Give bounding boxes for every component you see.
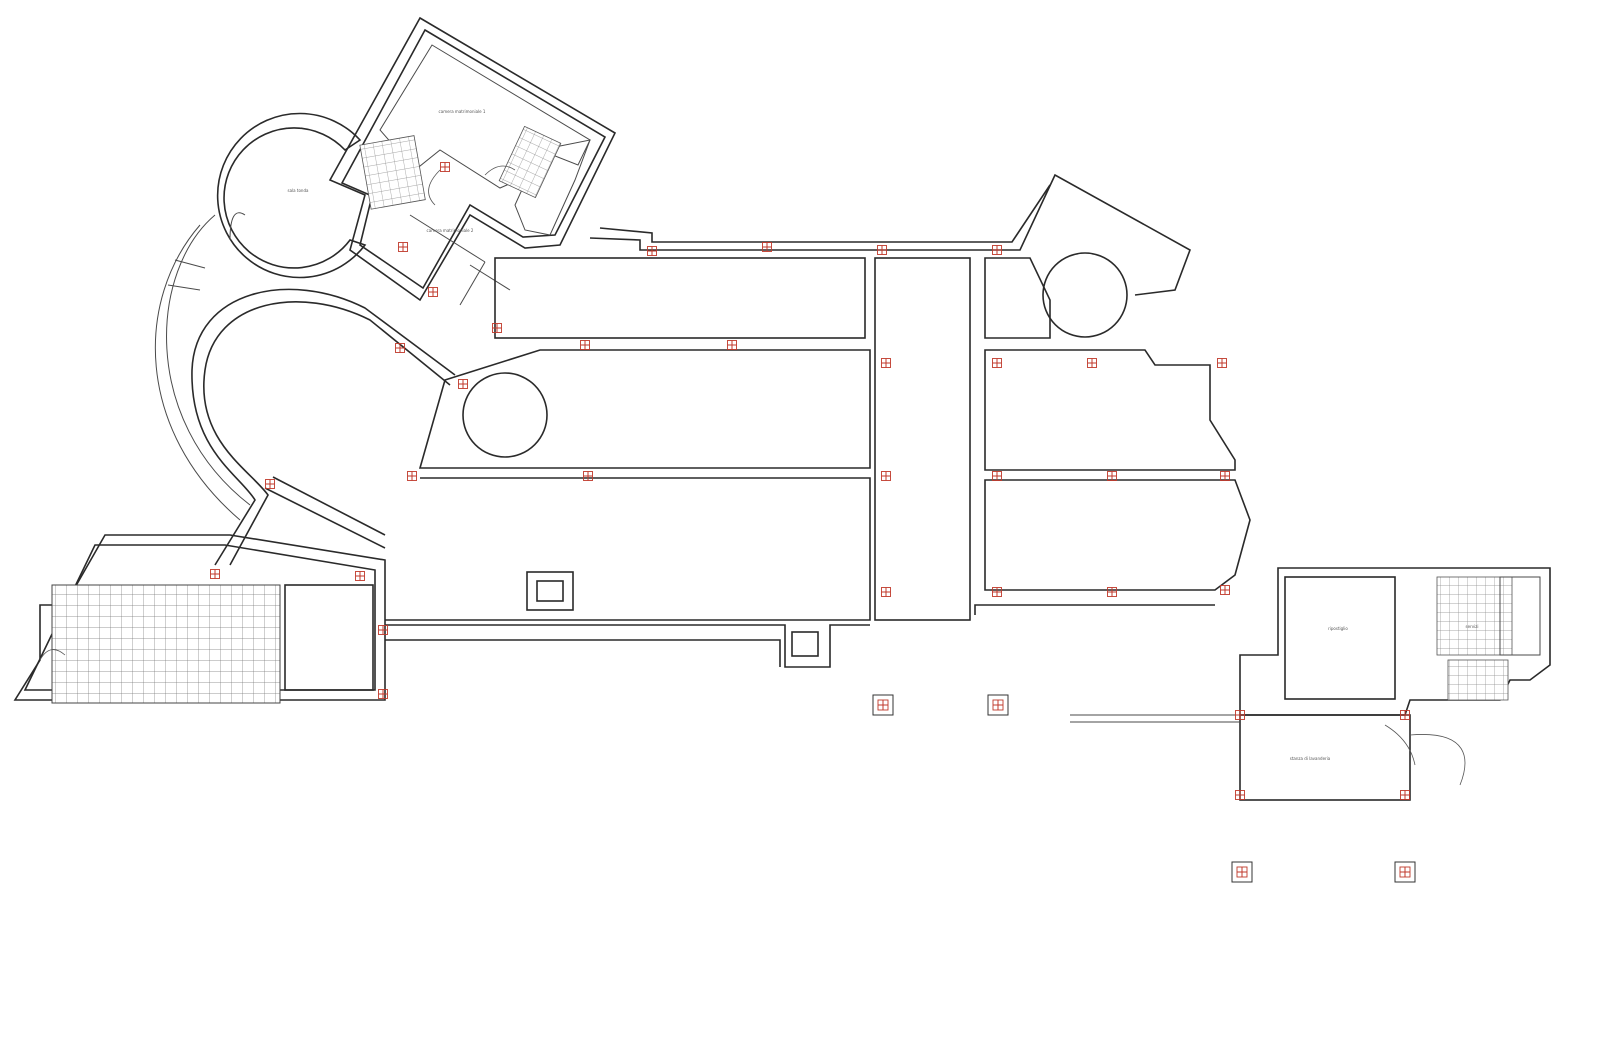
tiled-floor-left bbox=[359, 135, 426, 210]
column-marker bbox=[872, 694, 894, 716]
bedroom-block: camera matrimoniale 1 camera matrimonial… bbox=[328, 16, 617, 306]
column-marker bbox=[762, 242, 772, 252]
round-room-label: sala tonda bbox=[288, 188, 309, 193]
column-marker bbox=[992, 471, 1002, 481]
bath-right-label: servizi bbox=[1466, 624, 1479, 629]
bedroom-1-label: camera matrimoniale 1 bbox=[439, 109, 486, 114]
column-marker bbox=[1400, 710, 1410, 720]
column-marker bbox=[1107, 471, 1117, 481]
column-marker bbox=[881, 587, 891, 597]
column-marker bbox=[210, 569, 220, 579]
column-marker bbox=[881, 358, 891, 368]
column-marker bbox=[647, 246, 657, 256]
column-marker bbox=[265, 479, 275, 489]
laundry-label: stanza di lavanderia bbox=[1290, 756, 1331, 761]
column-marker bbox=[1087, 358, 1097, 368]
column-marker bbox=[378, 625, 388, 635]
s-corridor bbox=[191, 288, 456, 566]
column-marker bbox=[428, 287, 438, 297]
round-room: sala tonda bbox=[216, 112, 367, 279]
column-marker bbox=[580, 340, 590, 350]
column-marker bbox=[1220, 585, 1230, 595]
main-wing bbox=[385, 173, 1251, 668]
right-annex: ripostiglio servizi stanza di lavanderia bbox=[1070, 567, 1551, 801]
column-marker bbox=[992, 245, 1002, 255]
column-marker bbox=[1394, 861, 1416, 883]
column-marker bbox=[492, 323, 502, 333]
column-marker bbox=[398, 242, 408, 252]
column-marker bbox=[881, 471, 891, 481]
column-markers bbox=[210, 162, 1416, 883]
column-marker bbox=[877, 245, 887, 255]
column-marker bbox=[378, 689, 388, 699]
column-marker bbox=[395, 343, 405, 353]
column-marker bbox=[1217, 358, 1227, 368]
storage-label: ripostiglio bbox=[1328, 626, 1348, 631]
column-marker bbox=[992, 358, 1002, 368]
annex-bath-tiles bbox=[1436, 576, 1513, 656]
bedroom-2-label: camera matrimoniale 2 bbox=[427, 228, 474, 233]
pool-tiles bbox=[51, 584, 281, 704]
column-marker bbox=[1220, 471, 1230, 481]
column-marker bbox=[727, 340, 737, 350]
column-marker bbox=[1231, 861, 1253, 883]
column-marker bbox=[992, 587, 1002, 597]
annex-stair bbox=[1447, 659, 1509, 701]
column-marker bbox=[355, 571, 365, 581]
tiled-floor-right bbox=[498, 125, 562, 199]
column-marker bbox=[1235, 710, 1245, 720]
column-marker bbox=[407, 471, 417, 481]
column-marker bbox=[440, 162, 450, 172]
column-marker bbox=[583, 471, 593, 481]
column-marker bbox=[1235, 790, 1245, 800]
pool-terrace bbox=[13, 534, 386, 704]
column-marker bbox=[987, 694, 1009, 716]
column-marker bbox=[1107, 587, 1117, 597]
curved-ramp bbox=[154, 214, 251, 521]
column-marker bbox=[458, 379, 468, 389]
column-marker bbox=[1400, 790, 1410, 800]
